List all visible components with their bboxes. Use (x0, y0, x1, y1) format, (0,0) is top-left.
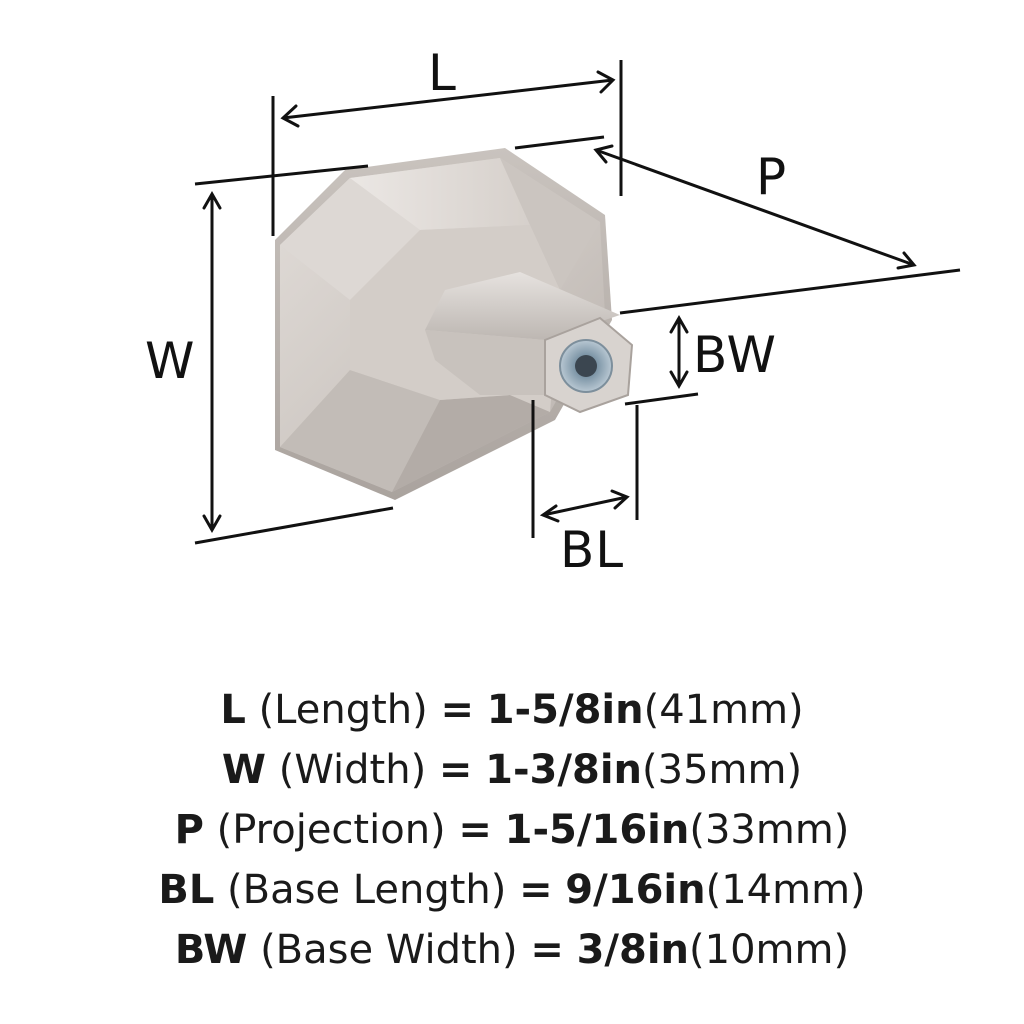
spec-equals: = (438, 747, 473, 793)
spec-metric: (14mm) (705, 867, 866, 913)
spec-line-width: W (Width) = 1-3/8in(35mm) (0, 740, 1024, 800)
insert-hole (575, 355, 597, 377)
knob-facet-top (350, 158, 530, 230)
spec-key: BW (174, 927, 248, 973)
spec-line-projection: P (Projection) = 1-5/16in(33mm) (0, 800, 1024, 860)
spec-name: (Base Width) (260, 927, 518, 973)
w-arrow-bottom (202, 514, 222, 534)
dimension-lines (194, 60, 961, 545)
spec-imperial: 1-5/16in (504, 807, 690, 853)
bw-arrow-top (669, 314, 689, 334)
l-arrow-right (596, 70, 616, 94)
w-extension-bottom (194, 506, 394, 545)
spec-list: L (Length) = 1-5/8in(41mm) W (Width) = 1… (0, 680, 1024, 980)
spec-metric: (33mm) (689, 807, 850, 853)
p-dimension-line (595, 148, 915, 267)
w-arrow-top (202, 190, 222, 210)
knob-facet-top-right (500, 158, 600, 290)
spec-metric: (10mm) (689, 927, 850, 973)
knob-facet-top-left (280, 178, 420, 300)
l-dimension-line (282, 78, 614, 120)
label-bl: BL (560, 521, 625, 579)
w-extension-top (194, 164, 369, 186)
knob-facet-bottom-left (280, 370, 440, 492)
spec-metric: (41mm) (643, 687, 804, 733)
spec-name: (Base Length) (227, 867, 507, 913)
knob-diagram: L W P BW BL (145, 44, 961, 579)
knob-post (425, 272, 634, 414)
knob-illustration (194, 60, 961, 545)
spec-name: (Width) (278, 747, 427, 793)
post-side-face (425, 330, 545, 395)
knob-facet-bottom (392, 395, 550, 492)
spec-line-length: L (Length) = 1-5/8in(41mm) (0, 680, 1024, 740)
spec-equals: = (530, 927, 564, 973)
spec-equals: = (458, 807, 492, 853)
l-arrow-left (280, 104, 300, 128)
p-arrow-bottom (896, 251, 917, 270)
spec-imperial: 1-3/8in (485, 747, 643, 793)
knob-head (275, 148, 612, 500)
spec-name: (Length) (258, 687, 428, 733)
bl-arrow-left (539, 504, 560, 523)
p-extension-bottom (619, 268, 961, 315)
bw-arrow-bottom (669, 370, 689, 390)
label-p: P (756, 148, 788, 206)
spec-key: BL (158, 867, 215, 913)
spec-key: L (220, 687, 246, 733)
spec-line-base-length: BL (Base Length) = 9/16in(14mm) (0, 860, 1024, 920)
post-top-face (425, 272, 620, 340)
spec-metric: (35mm) (642, 747, 803, 793)
bl-arrow-right (610, 489, 630, 510)
label-w: W (145, 332, 196, 390)
spec-imperial: 9/16in (565, 867, 706, 913)
p-arrow-top (593, 144, 614, 164)
spec-line-base-width: BW (Base Width) = 3/8in(10mm) (0, 920, 1024, 980)
bl-dimension-line (542, 495, 628, 517)
label-l: L (428, 44, 457, 102)
label-bw: BW (693, 326, 777, 384)
spec-equals: = (440, 687, 474, 733)
spec-imperial: 1-5/8in (486, 687, 644, 733)
p-extension-top (514, 135, 605, 150)
spec-imperial: 3/8in (576, 927, 690, 973)
spec-equals: = (519, 867, 553, 913)
bw-extension-bottom (624, 392, 699, 406)
spec-key: P (174, 807, 204, 853)
spec-key: W (221, 747, 267, 793)
arrowheads (202, 70, 917, 534)
spec-name: (Projection) (216, 807, 446, 853)
